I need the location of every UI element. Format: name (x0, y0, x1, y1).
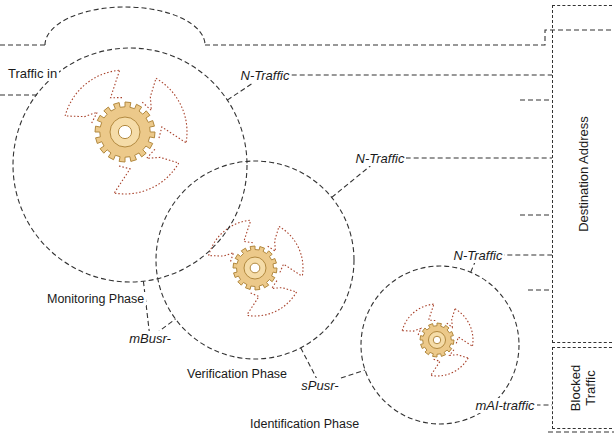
bracket-stub (520, 99, 552, 100)
gear-fan (65, 70, 187, 194)
gear-fan (402, 304, 473, 376)
gear-hole (433, 336, 440, 343)
traffic-connector (143, 281, 175, 338)
inflow-line (0, 94, 40, 95)
destination-box: Destination Address (552, 5, 612, 343)
bracket-stub (520, 214, 552, 215)
edge-label: N-Traffic (354, 151, 407, 166)
phase-outline (12, 47, 248, 283)
flow-label: Traffic in (6, 66, 59, 81)
gear-hub (244, 257, 266, 279)
vertical-label: Blocked Traffic (568, 352, 598, 424)
gear-icon (420, 323, 454, 357)
monitoring-phase: Monitoring Phase (12, 47, 248, 283)
gear-fan (209, 220, 303, 316)
edge-label: N-Traffic (239, 68, 292, 83)
edge-label: sPusr- (299, 378, 340, 393)
gear-hole (118, 125, 131, 138)
phase-label: Monitoring Phase (45, 292, 146, 306)
gear-group (65, 70, 473, 376)
vertical-label: Destination Address (575, 10, 590, 338)
edge-label: N-Traffic (452, 248, 505, 263)
inflow-line (0, 44, 45, 45)
bracket-stub (548, 431, 614, 432)
gear-icon (233, 246, 277, 290)
phase-label: Verification Phase (185, 367, 289, 381)
gear-hub (110, 117, 140, 147)
gear-hole (250, 263, 260, 273)
blocked-box: Blocked Traffic (552, 347, 612, 429)
inflow-arc (45, 7, 205, 45)
gear-hub (429, 332, 446, 349)
verification-phase: Verification Phase (155, 160, 355, 360)
phase-label: Identification Phase (248, 417, 361, 431)
bracket-stub (528, 289, 552, 290)
gear-icon (95, 102, 155, 162)
phase-circle (13, 48, 247, 282)
phase-outline (155, 160, 355, 360)
edge-label: mAI-traffic (473, 398, 536, 413)
phase-circle (156, 161, 354, 359)
edge-label: mBusr- (127, 331, 173, 346)
